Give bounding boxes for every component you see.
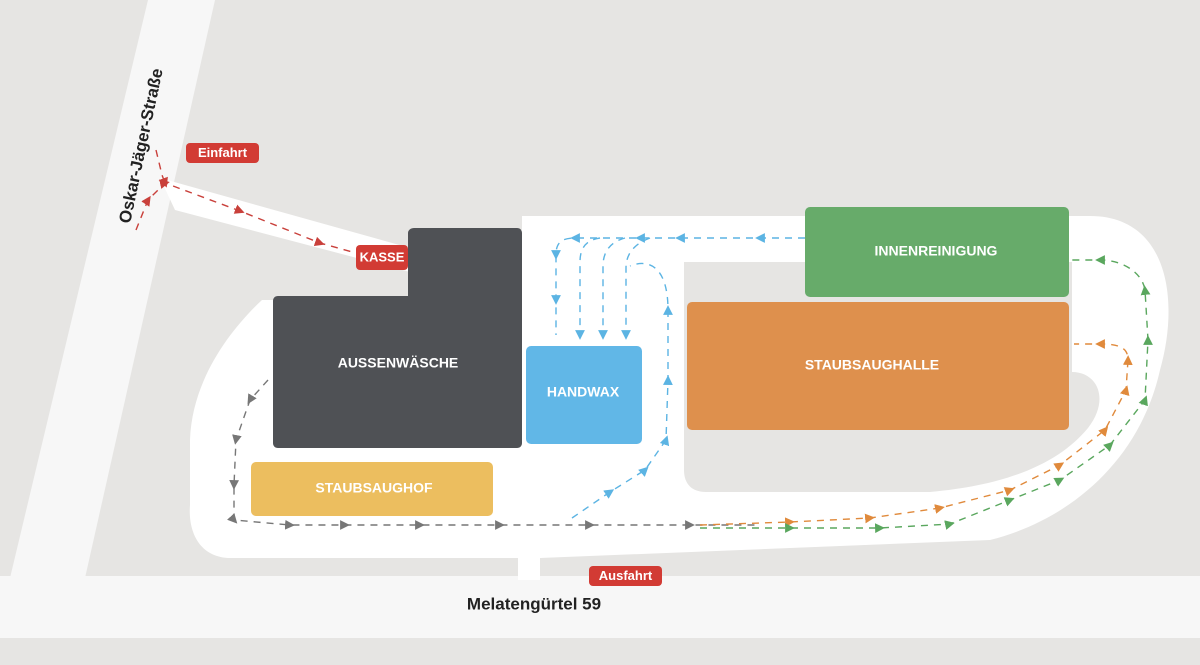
route-handwax-lane-2 [575, 237, 601, 340]
aussenwaesche-label: AUSSENWÄSCHE [338, 355, 459, 371]
route-aussenwaesche-to-exit [227, 379, 760, 530]
handwax-label: HANDWAX [547, 384, 620, 400]
route-handwax-lane-4 [621, 237, 651, 340]
oskar-jaeger-strasse-road [10, 0, 215, 578]
melatenguertel-label: Melatengürtel 59 [467, 594, 601, 613]
kasse-tag [356, 245, 408, 270]
route-entrance-to-kasse [135, 179, 357, 254]
route-entrance-split [155, 149, 168, 188]
einfahrt-label: Einfahrt [198, 145, 248, 160]
aussenwaesche-building [273, 228, 522, 448]
exit-driveway [518, 548, 540, 580]
staubsaughalle-label: STAUBSAUGHALLE [805, 357, 939, 373]
innenreinigung-label: INNENREINIGUNG [875, 243, 998, 259]
melatenguertel-road [0, 576, 1200, 638]
kasse-label: KASSE [360, 249, 405, 264]
route-handwax-lane-3 [598, 237, 626, 340]
ausfahrt-label: Ausfahrt [599, 568, 653, 583]
staubsaughof-label: STAUBSAUGHOF [315, 480, 433, 496]
einfahrt-tag [186, 143, 259, 163]
ausfahrt-tag [589, 566, 662, 586]
